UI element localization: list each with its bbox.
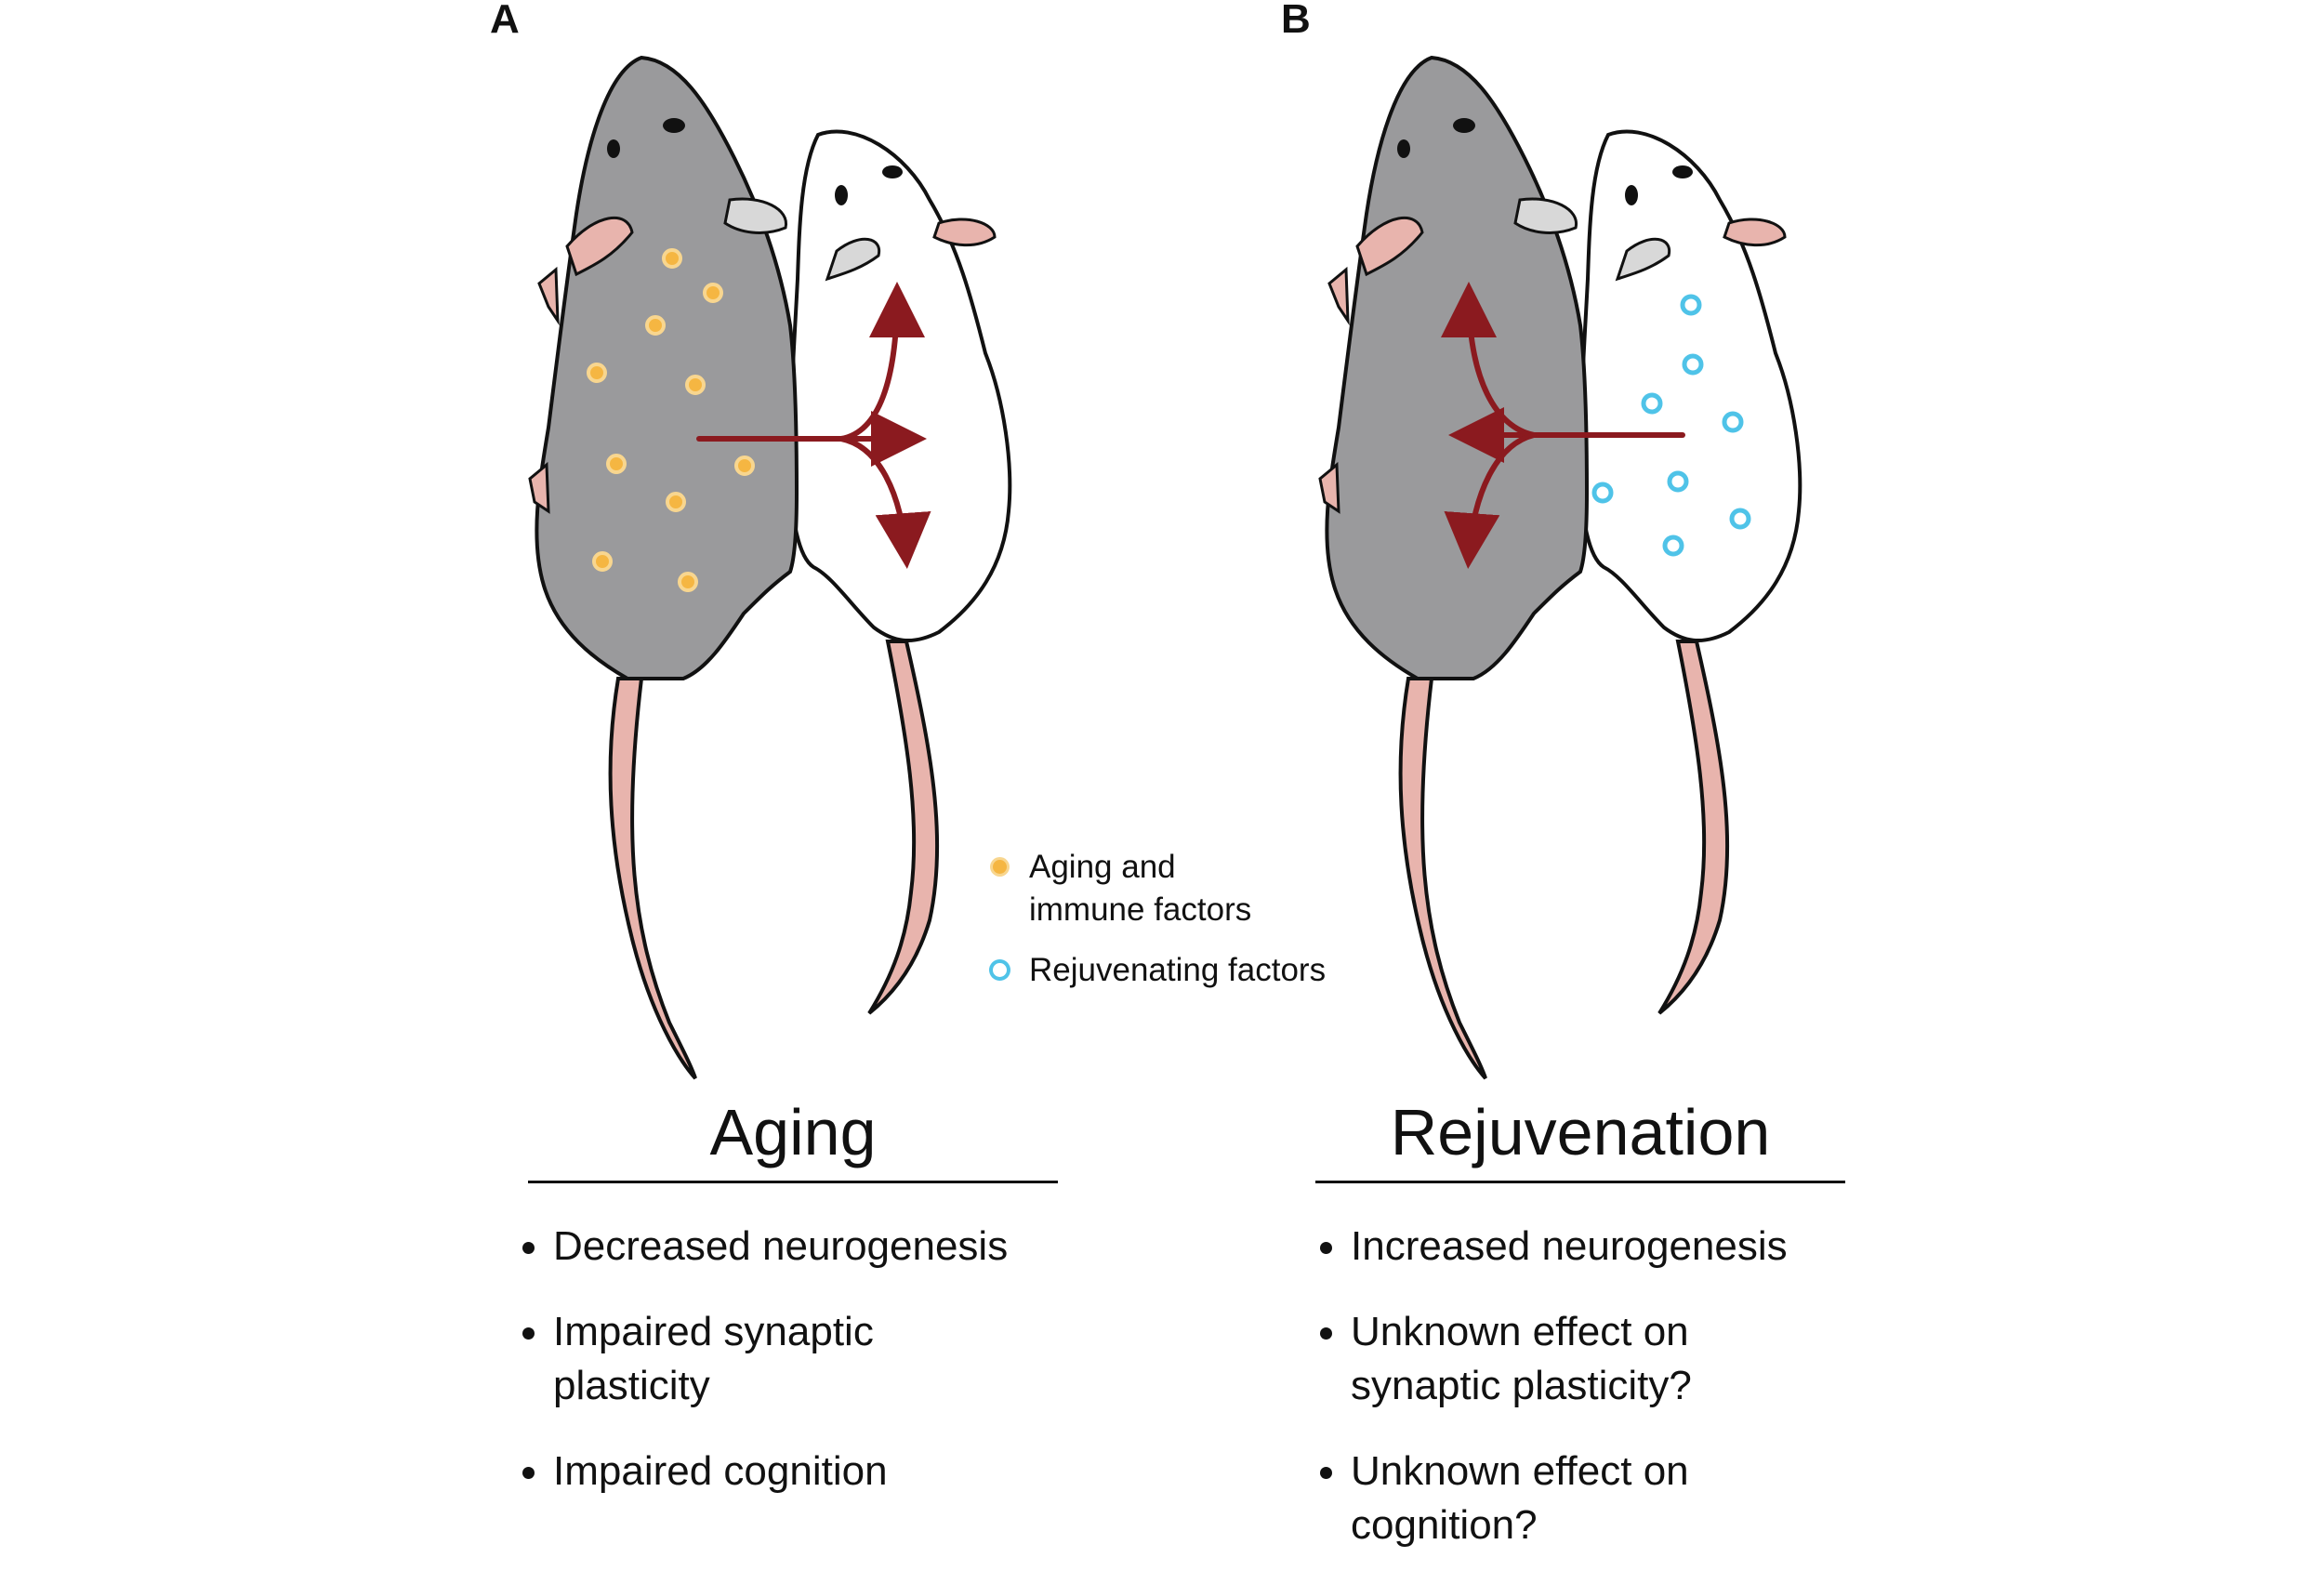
legend-label: Aging and immune factors xyxy=(1029,849,1252,928)
panel-label-a: A xyxy=(490,0,520,42)
flow-arrow-young-to-old xyxy=(1441,282,1685,569)
legend-label: Rejuvenating factors xyxy=(1029,952,1327,988)
young-mouse-body xyxy=(1578,129,1802,643)
aging-factor-dot xyxy=(645,315,666,336)
young-mouse-eye xyxy=(1672,165,1693,178)
rejuvenating-factor-dot xyxy=(1722,411,1744,433)
young-mouse-body xyxy=(787,129,1012,643)
aging-factor-dot xyxy=(685,375,706,395)
aging-effects-list: Decreased neurogenesis Impaired synaptic… xyxy=(521,1220,1097,1530)
panel-label-b: B xyxy=(1281,0,1311,42)
rejuvenating-factor-dot xyxy=(1591,482,1614,504)
old-mouse-paw xyxy=(1318,461,1340,514)
young-mouse-ear xyxy=(1723,218,1787,247)
aging-factor-dot xyxy=(592,551,613,572)
old-mouse-ear xyxy=(1513,197,1578,234)
parabiosis-figure xyxy=(528,55,1802,1080)
list-item: Impaired synaptic plasticity xyxy=(521,1305,1097,1413)
rejuvenating-factor-dot xyxy=(1729,508,1751,530)
old-mouse-paw xyxy=(1327,266,1350,326)
old-mouse-ear xyxy=(723,197,787,234)
rejuvenating-factor-dot xyxy=(1680,294,1702,316)
old-mouse-tail xyxy=(1398,677,1487,1080)
aging-factor-dot xyxy=(606,454,627,474)
panel-heading-rejuvenation: Rejuvenation xyxy=(1390,1096,1771,1168)
heading-divider xyxy=(528,1181,1058,1183)
legend-item-rejuvenating-factors: Rejuvenating factors xyxy=(993,949,1326,992)
list-item: Impaired cognition xyxy=(521,1445,1097,1498)
rejuvenating-factor-dot xyxy=(1641,392,1663,415)
young-mouse-eye xyxy=(1625,185,1638,205)
young-mouse-ear xyxy=(1615,237,1671,282)
old-mouse-eye xyxy=(663,118,685,133)
old-mouse-tail xyxy=(608,677,697,1080)
rejuvenating-factor-dot xyxy=(1682,353,1704,376)
old-mouse-eye xyxy=(607,139,620,158)
old-mouse-body xyxy=(1325,55,1590,680)
list-item: Decreased neurogenesis xyxy=(521,1220,1097,1274)
young-mouse-eye xyxy=(882,165,903,178)
rejuvenating-factor-dot xyxy=(1662,535,1684,557)
heading-divider xyxy=(1315,1181,1845,1183)
young-mouse-tail xyxy=(1657,640,1730,1015)
young-mouse-ear xyxy=(825,237,881,282)
old-mouse-ear xyxy=(565,217,634,277)
rejuvenating-factor-dots xyxy=(1591,294,1751,557)
parabiosis-pair-a xyxy=(528,55,1012,1080)
aging-factor-dot xyxy=(703,283,723,303)
old-mouse-paw xyxy=(537,266,560,326)
old-mouse-paw xyxy=(528,461,550,514)
list-item: Increased neurogenesis xyxy=(1318,1220,1895,1274)
list-item: Unknown effect on cognition? xyxy=(1318,1445,1895,1552)
legend-swatch xyxy=(993,860,1007,874)
aging-factor-dot xyxy=(587,363,607,383)
young-mouse-eye xyxy=(835,185,848,205)
old-mouse-body xyxy=(535,55,799,680)
rejuvenation-effects-list: Increased neurogenesis Unknown effect on… xyxy=(1318,1220,1895,1584)
legend-item-aging-factors: Aging and immune factors xyxy=(993,846,1251,931)
legend-swatch xyxy=(993,963,1007,977)
young-mouse-tail xyxy=(867,640,940,1015)
rejuvenating-factor-dot xyxy=(1667,470,1689,493)
aging-factor-dot xyxy=(678,572,698,592)
parabiosis-pair-b xyxy=(1318,55,1802,1080)
panel-heading-aging: Aging xyxy=(709,1096,877,1168)
old-mouse-eye xyxy=(1453,118,1475,133)
young-mouse-ear xyxy=(932,218,997,247)
old-mouse-eye xyxy=(1397,139,1410,158)
old-mouse-ear xyxy=(1355,217,1424,277)
aging-factor-dot xyxy=(734,455,755,476)
aging-factor-dot xyxy=(662,248,682,269)
list-item: Unknown effect on synaptic plasticity? xyxy=(1318,1305,1895,1413)
flow-arrow-old-to-young xyxy=(696,282,931,569)
aging-factor-dots xyxy=(587,248,755,592)
aging-factor-dot xyxy=(666,492,686,512)
